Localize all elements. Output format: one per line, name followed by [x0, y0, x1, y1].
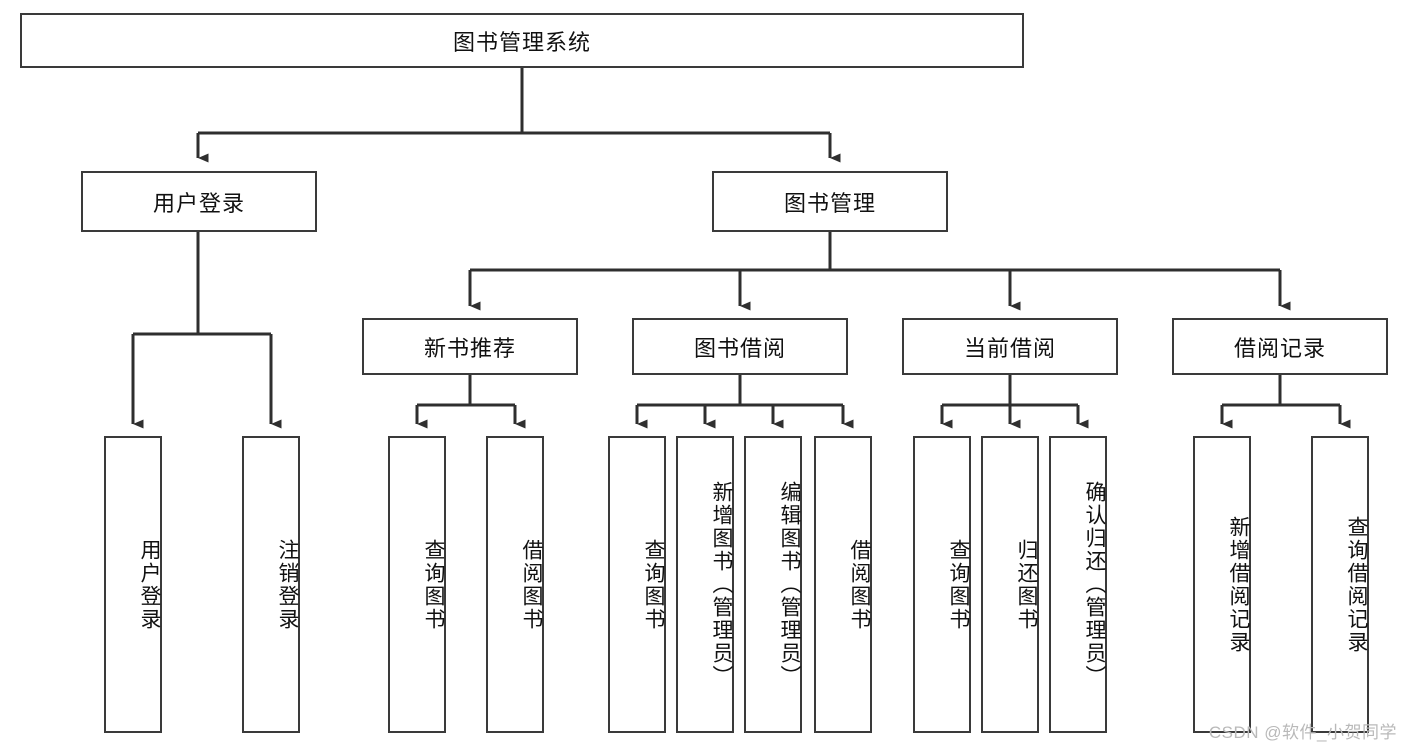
node-book-borrow-label: 图书借阅 [693, 335, 786, 361]
leaf-query-book-3[interactable]: 查询图书 [913, 436, 971, 733]
node-new-book-recommend-label: 新书推荐 [423, 335, 516, 361]
node-root-label: 图书管理系统 [452, 29, 591, 55]
node-book-manage-label: 图书管理 [783, 190, 876, 216]
leaf-borrow-book-1[interactable]: 借阅图书 [486, 436, 544, 733]
leaf-add-book-label: 新增图书（管理员） [710, 481, 733, 688]
leaf-borrow-book-2[interactable]: 借阅图书 [814, 436, 872, 733]
leaf-user-logout-label: 注销登录 [276, 538, 299, 631]
leaf-query-book-1[interactable]: 查询图书 [388, 436, 446, 733]
leaf-edit-book[interactable]: 编辑图书（管理员） [744, 436, 802, 733]
node-user-login-label: 用户登录 [152, 190, 245, 216]
node-user-login[interactable]: 用户登录 [81, 171, 317, 232]
leaf-borrow-book-2-label: 借阅图书 [848, 538, 871, 631]
node-new-book-recommend[interactable]: 新书推荐 [362, 318, 578, 375]
leaf-add-book[interactable]: 新增图书（管理员） [676, 436, 734, 733]
watermark: CSDN @软件_小贺同学 [1208, 723, 1397, 742]
node-current-borrow-label: 当前借阅 [963, 335, 1056, 361]
node-borrow-record-label: 借阅记录 [1233, 335, 1326, 361]
node-root[interactable]: 图书管理系统 [20, 13, 1024, 68]
leaf-query-book-2-label: 查询图书 [642, 538, 665, 631]
leaf-confirm-return[interactable]: 确认归还（管理员） [1049, 436, 1107, 733]
leaf-add-record[interactable]: 新增借阅记录 [1193, 436, 1251, 733]
leaf-user-logout[interactable]: 注销登录 [242, 436, 300, 733]
leaf-query-record-label: 查询借阅记录 [1345, 515, 1368, 654]
leaf-add-record-label: 新增借阅记录 [1227, 515, 1250, 654]
leaf-user-login-label: 用户登录 [138, 538, 161, 631]
leaf-confirm-return-label: 确认归还（管理员） [1083, 481, 1106, 688]
node-book-borrow[interactable]: 图书借阅 [632, 318, 848, 375]
leaf-return-book[interactable]: 归还图书 [981, 436, 1039, 733]
leaf-query-book-3-label: 查询图书 [947, 538, 970, 631]
node-borrow-record[interactable]: 借阅记录 [1172, 318, 1388, 375]
leaf-query-record[interactable]: 查询借阅记录 [1311, 436, 1369, 733]
leaf-user-login[interactable]: 用户登录 [104, 436, 162, 733]
leaf-edit-book-label: 编辑图书（管理员） [778, 481, 801, 688]
leaf-query-book-2[interactable]: 查询图书 [608, 436, 666, 733]
node-book-manage[interactable]: 图书管理 [712, 171, 948, 232]
node-current-borrow[interactable]: 当前借阅 [902, 318, 1118, 375]
leaf-query-book-1-label: 查询图书 [422, 538, 445, 631]
leaf-borrow-book-1-label: 借阅图书 [520, 538, 543, 631]
leaf-return-book-label: 归还图书 [1015, 538, 1038, 631]
